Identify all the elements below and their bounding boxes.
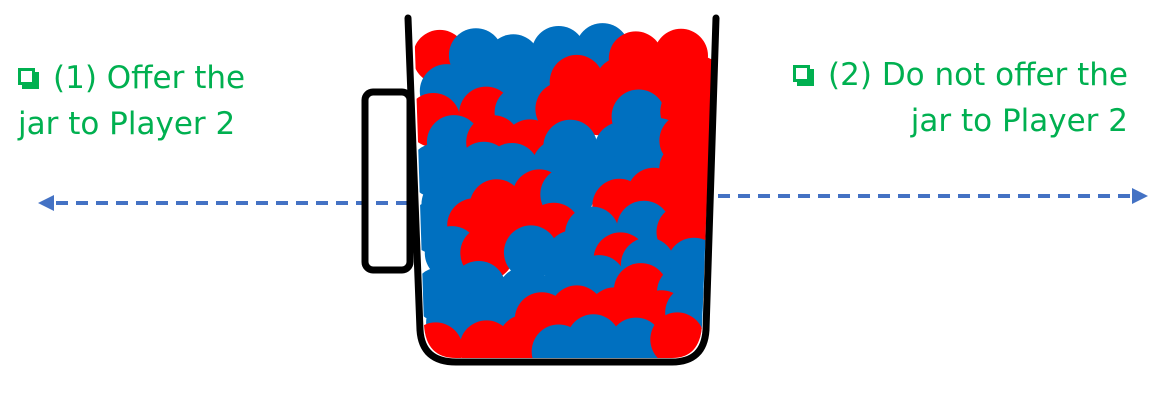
right-arrow — [718, 188, 1148, 204]
jar-body — [404, 14, 720, 366]
ball-pile — [414, 23, 714, 358]
ball — [503, 225, 558, 280]
option-offer-line2: jar to Player 2 — [18, 106, 236, 142]
checkbox-icon[interactable] — [793, 65, 815, 86]
option-offer-jar[interactable]: (1) Offer the jar to Player 2 — [18, 55, 338, 147]
ball — [566, 314, 621, 358]
jar-handle — [361, 88, 414, 274]
option-do-not-offer-line2: jar to Player 2 — [910, 103, 1128, 139]
checkbox-icon[interactable] — [18, 68, 39, 89]
option-do-not-offer-line1: (2) Do not offer the — [828, 57, 1128, 93]
left-arrow — [38, 195, 408, 211]
option-offer-line1: (1) Offer the — [53, 60, 246, 96]
ball — [609, 317, 663, 358]
option-do-not-offer-jar[interactable]: (2) Do not offer the jar to Player 2 — [708, 52, 1128, 144]
